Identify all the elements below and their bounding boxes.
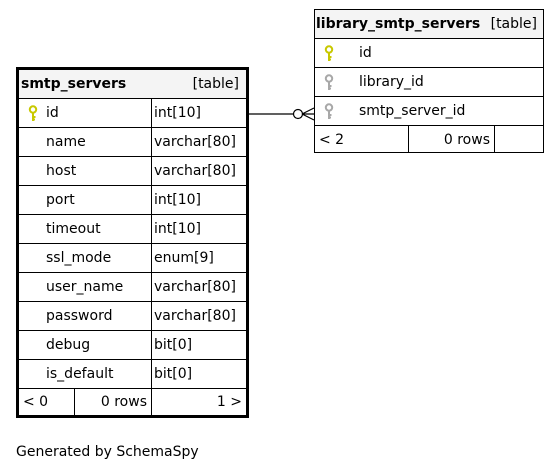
row-count: 0 rows <box>443 131 490 148</box>
column-type: varchar[80] <box>154 308 236 324</box>
column-row: is_default bit[0] <box>19 360 246 389</box>
column-row: id <box>315 39 543 68</box>
column-type: int[10] <box>154 105 201 121</box>
column-row: host varchar[80] <box>19 157 246 186</box>
table-footer: < 0 0 rows 1 > <box>19 389 246 415</box>
column-type: int[10] <box>154 221 201 237</box>
column-name: name <box>46 134 86 150</box>
column-row: port int[10] <box>19 186 246 215</box>
column-name: user_name <box>46 279 124 295</box>
column-name: password <box>46 308 113 324</box>
column-name: id <box>46 105 59 121</box>
column-name: is_default <box>46 366 114 382</box>
primary-key-icon <box>27 105 39 123</box>
column-row: name varchar[80] <box>19 128 246 157</box>
children-count: 1 > <box>216 394 242 410</box>
column-type: bit[0] <box>154 366 193 382</box>
table-footer: < 2 0 rows <box>315 126 543 153</box>
column-type: int[10] <box>154 192 201 208</box>
column-row: id int[10] <box>19 99 246 128</box>
column-row: user_name varchar[80] <box>19 273 246 302</box>
column-row: ssl_mode enum[9] <box>19 244 246 273</box>
column-name: host <box>46 163 77 179</box>
column-name: id <box>359 45 372 61</box>
column-name: debug <box>46 337 91 353</box>
table-type: [table] <box>192 76 239 92</box>
column-name: smtp_server_id <box>359 103 466 119</box>
library-smtp-servers-table: library_smtp_servers [table] id library_i… <box>314 9 544 153</box>
column-name: library_id <box>359 74 424 90</box>
row-count: 0 rows <box>100 394 147 410</box>
column-type: enum[9] <box>154 250 214 266</box>
foreign-key-icon <box>323 74 335 92</box>
smtp-servers-table: smtp_servers [table] id int[10] name varcha… <box>16 67 249 418</box>
table-name: library_smtp_servers <box>316 16 481 32</box>
crows-foot <box>301 107 315 121</box>
column-type: varchar[80] <box>154 134 236 150</box>
column-row: smtp_server_id <box>315 97 543 126</box>
column-row: library_id <box>315 68 543 97</box>
table-header: smtp_servers [table] <box>19 70 246 99</box>
column-row: password varchar[80] <box>19 302 246 331</box>
parents-count: < 0 <box>23 394 49 410</box>
table-header: library_smtp_servers [table] <box>315 10 543 39</box>
column-type: varchar[80] <box>154 279 236 295</box>
column-type: varchar[80] <box>154 163 236 179</box>
primary-key-icon <box>323 45 335 63</box>
zero-or-many-circle <box>292 108 304 120</box>
column-row: debug bit[0] <box>19 331 246 360</box>
parents-count: < 2 <box>319 131 345 148</box>
column-name: ssl_mode <box>46 250 112 266</box>
foreign-key-icon <box>323 103 335 121</box>
column-row: timeout int[10] <box>19 215 246 244</box>
table-type: [table] <box>490 16 537 32</box>
table-name: smtp_servers <box>21 76 127 92</box>
column-name: port <box>46 192 75 208</box>
column-type: bit[0] <box>154 337 193 353</box>
column-name: timeout <box>46 221 101 237</box>
generated-by-text: Generated by SchemaSpy <box>16 444 199 460</box>
